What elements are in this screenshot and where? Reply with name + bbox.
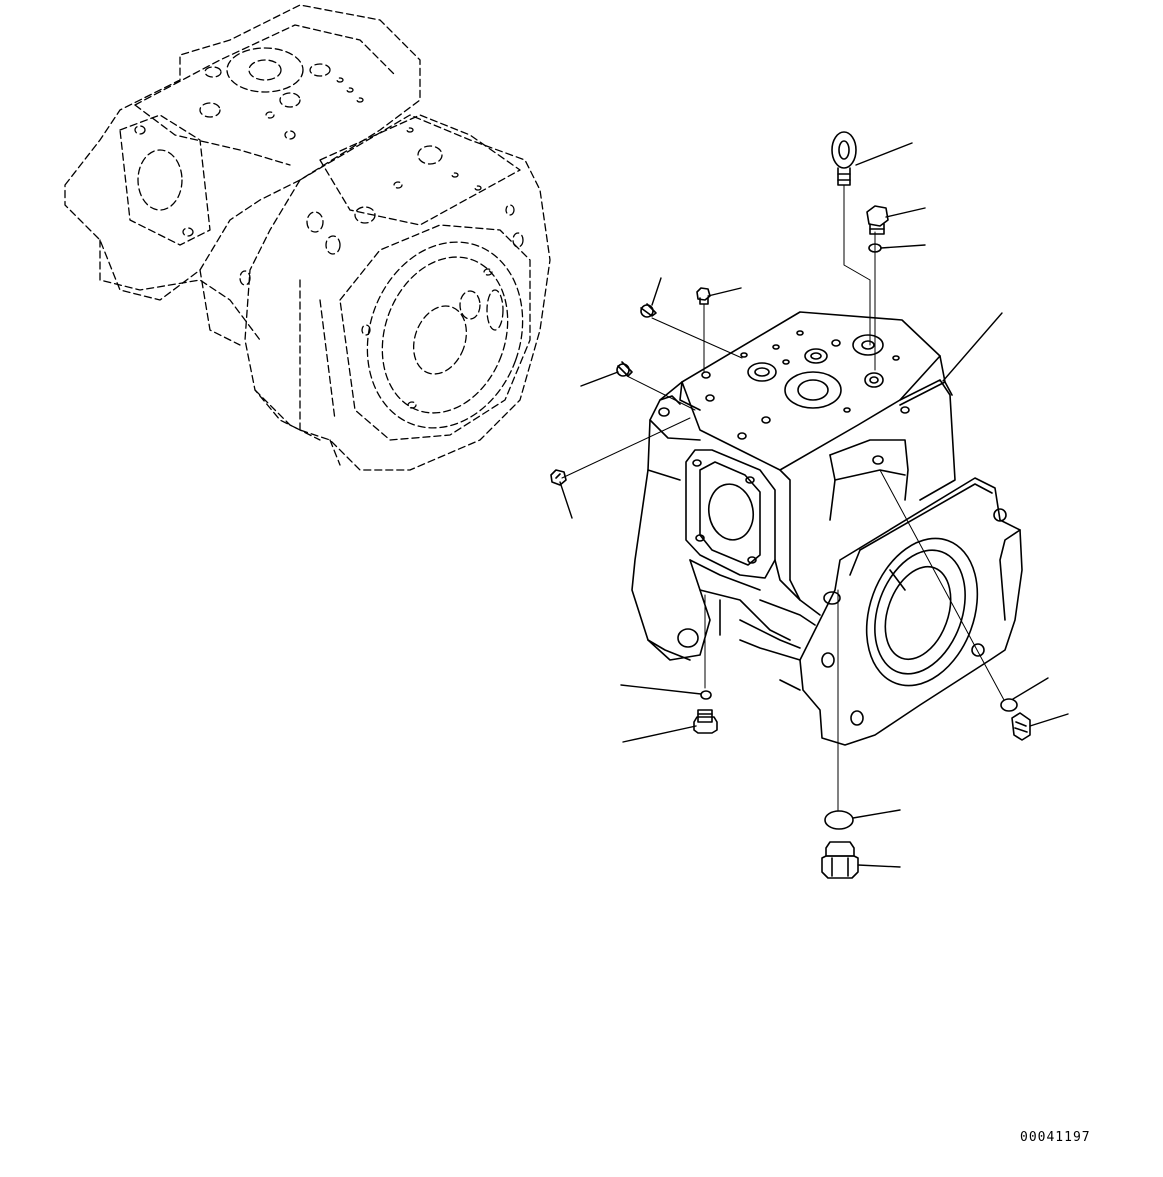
o-ring-lower-right (1000, 698, 1018, 712)
o-ring-bottom (824, 810, 854, 830)
drawing-number: 00041197 (1020, 1130, 1091, 1145)
reference-pump-assembly (64, 4, 551, 471)
hex-plug-lower-left (693, 709, 718, 734)
hex-plug-bottom (821, 841, 859, 879)
leader-lines (559, 142, 1069, 868)
plug-small-4 (550, 469, 567, 486)
hex-plug-lower-right (1011, 712, 1031, 741)
hex-plug-top (866, 205, 889, 235)
pump-case (631, 311, 1023, 746)
eye-bolt (831, 131, 857, 186)
plug-small-2 (640, 303, 657, 318)
assembly-lines (561, 184, 1005, 812)
o-ring-lower-left (700, 690, 712, 700)
plug-small-3 (616, 361, 633, 377)
